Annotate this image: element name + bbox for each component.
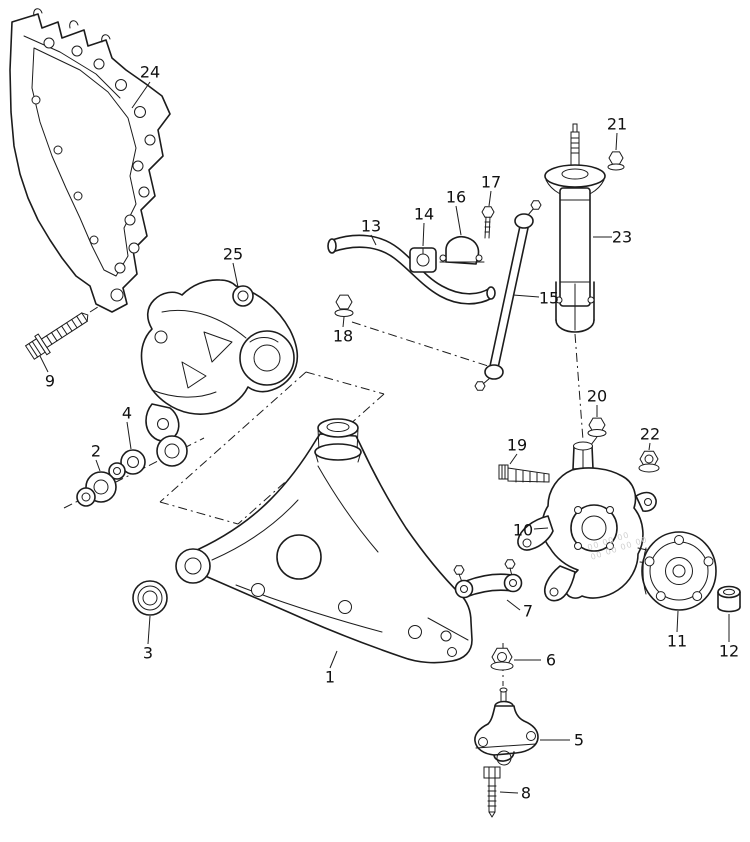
part-label-14: 14 [413,204,435,224]
part-20-nut [587,417,607,437]
part-23-suspension-strut [544,123,606,333]
part-label-11: 11 [666,631,688,651]
part-label-25: 25 [222,244,244,264]
part-label-5: 5 [573,730,585,750]
part-label-7: 7 [522,601,534,621]
part-label-3: 3 [142,643,154,663]
part-9-bolt [24,312,89,360]
part-12-cap [717,585,741,613]
part-21-nut [607,151,625,171]
part-7-link [453,559,523,599]
part-22-nut [638,450,660,473]
part-label-20: 20 [586,386,608,406]
part-label-24: 24 [139,62,161,82]
part-2-bushing [76,471,117,507]
part-11-wheel-hub [637,531,717,611]
part-1-control-arm [175,418,473,664]
part-15-stabilizer-link [474,200,542,391]
part-label-22: 22 [639,424,661,444]
part-label-12: 12 [718,641,740,661]
part-19-bolt [498,464,550,483]
part-label-23: 23 [611,227,633,247]
part-label-15: 15 [538,288,560,308]
leader-lines [39,81,730,794]
part-5-ball-joint [474,687,539,766]
part-label-4: 4 [121,403,133,423]
part-label-1: 1 [324,667,336,687]
part-label-16: 16 [445,187,467,207]
part-label-21: 21 [606,114,628,134]
part-label-6: 6 [545,650,557,670]
part-label-9: 9 [44,371,56,391]
part-label-17: 17 [480,172,502,192]
part-17-bolt [481,206,495,239]
part-25-bracket [140,279,299,467]
part-8-bolt [483,766,501,818]
part-label-2: 2 [90,441,102,461]
part-label-13: 13 [360,216,382,236]
part-16-clamp-bracket [439,235,485,265]
part-6-nut [490,647,514,671]
part-14-stabilizer-bushing [409,247,437,273]
part-label-18: 18 [332,326,354,346]
part-label-8: 8 [520,783,532,803]
part-18-nut [334,294,354,317]
part-label-10: 10 [512,520,534,540]
part-24-subframe [9,8,171,313]
part-4-bushing [108,449,146,480]
part-label-19: 19 [506,435,528,455]
part-3-bushing [132,580,168,616]
part-10-wheel-bearing-housing [517,441,657,602]
